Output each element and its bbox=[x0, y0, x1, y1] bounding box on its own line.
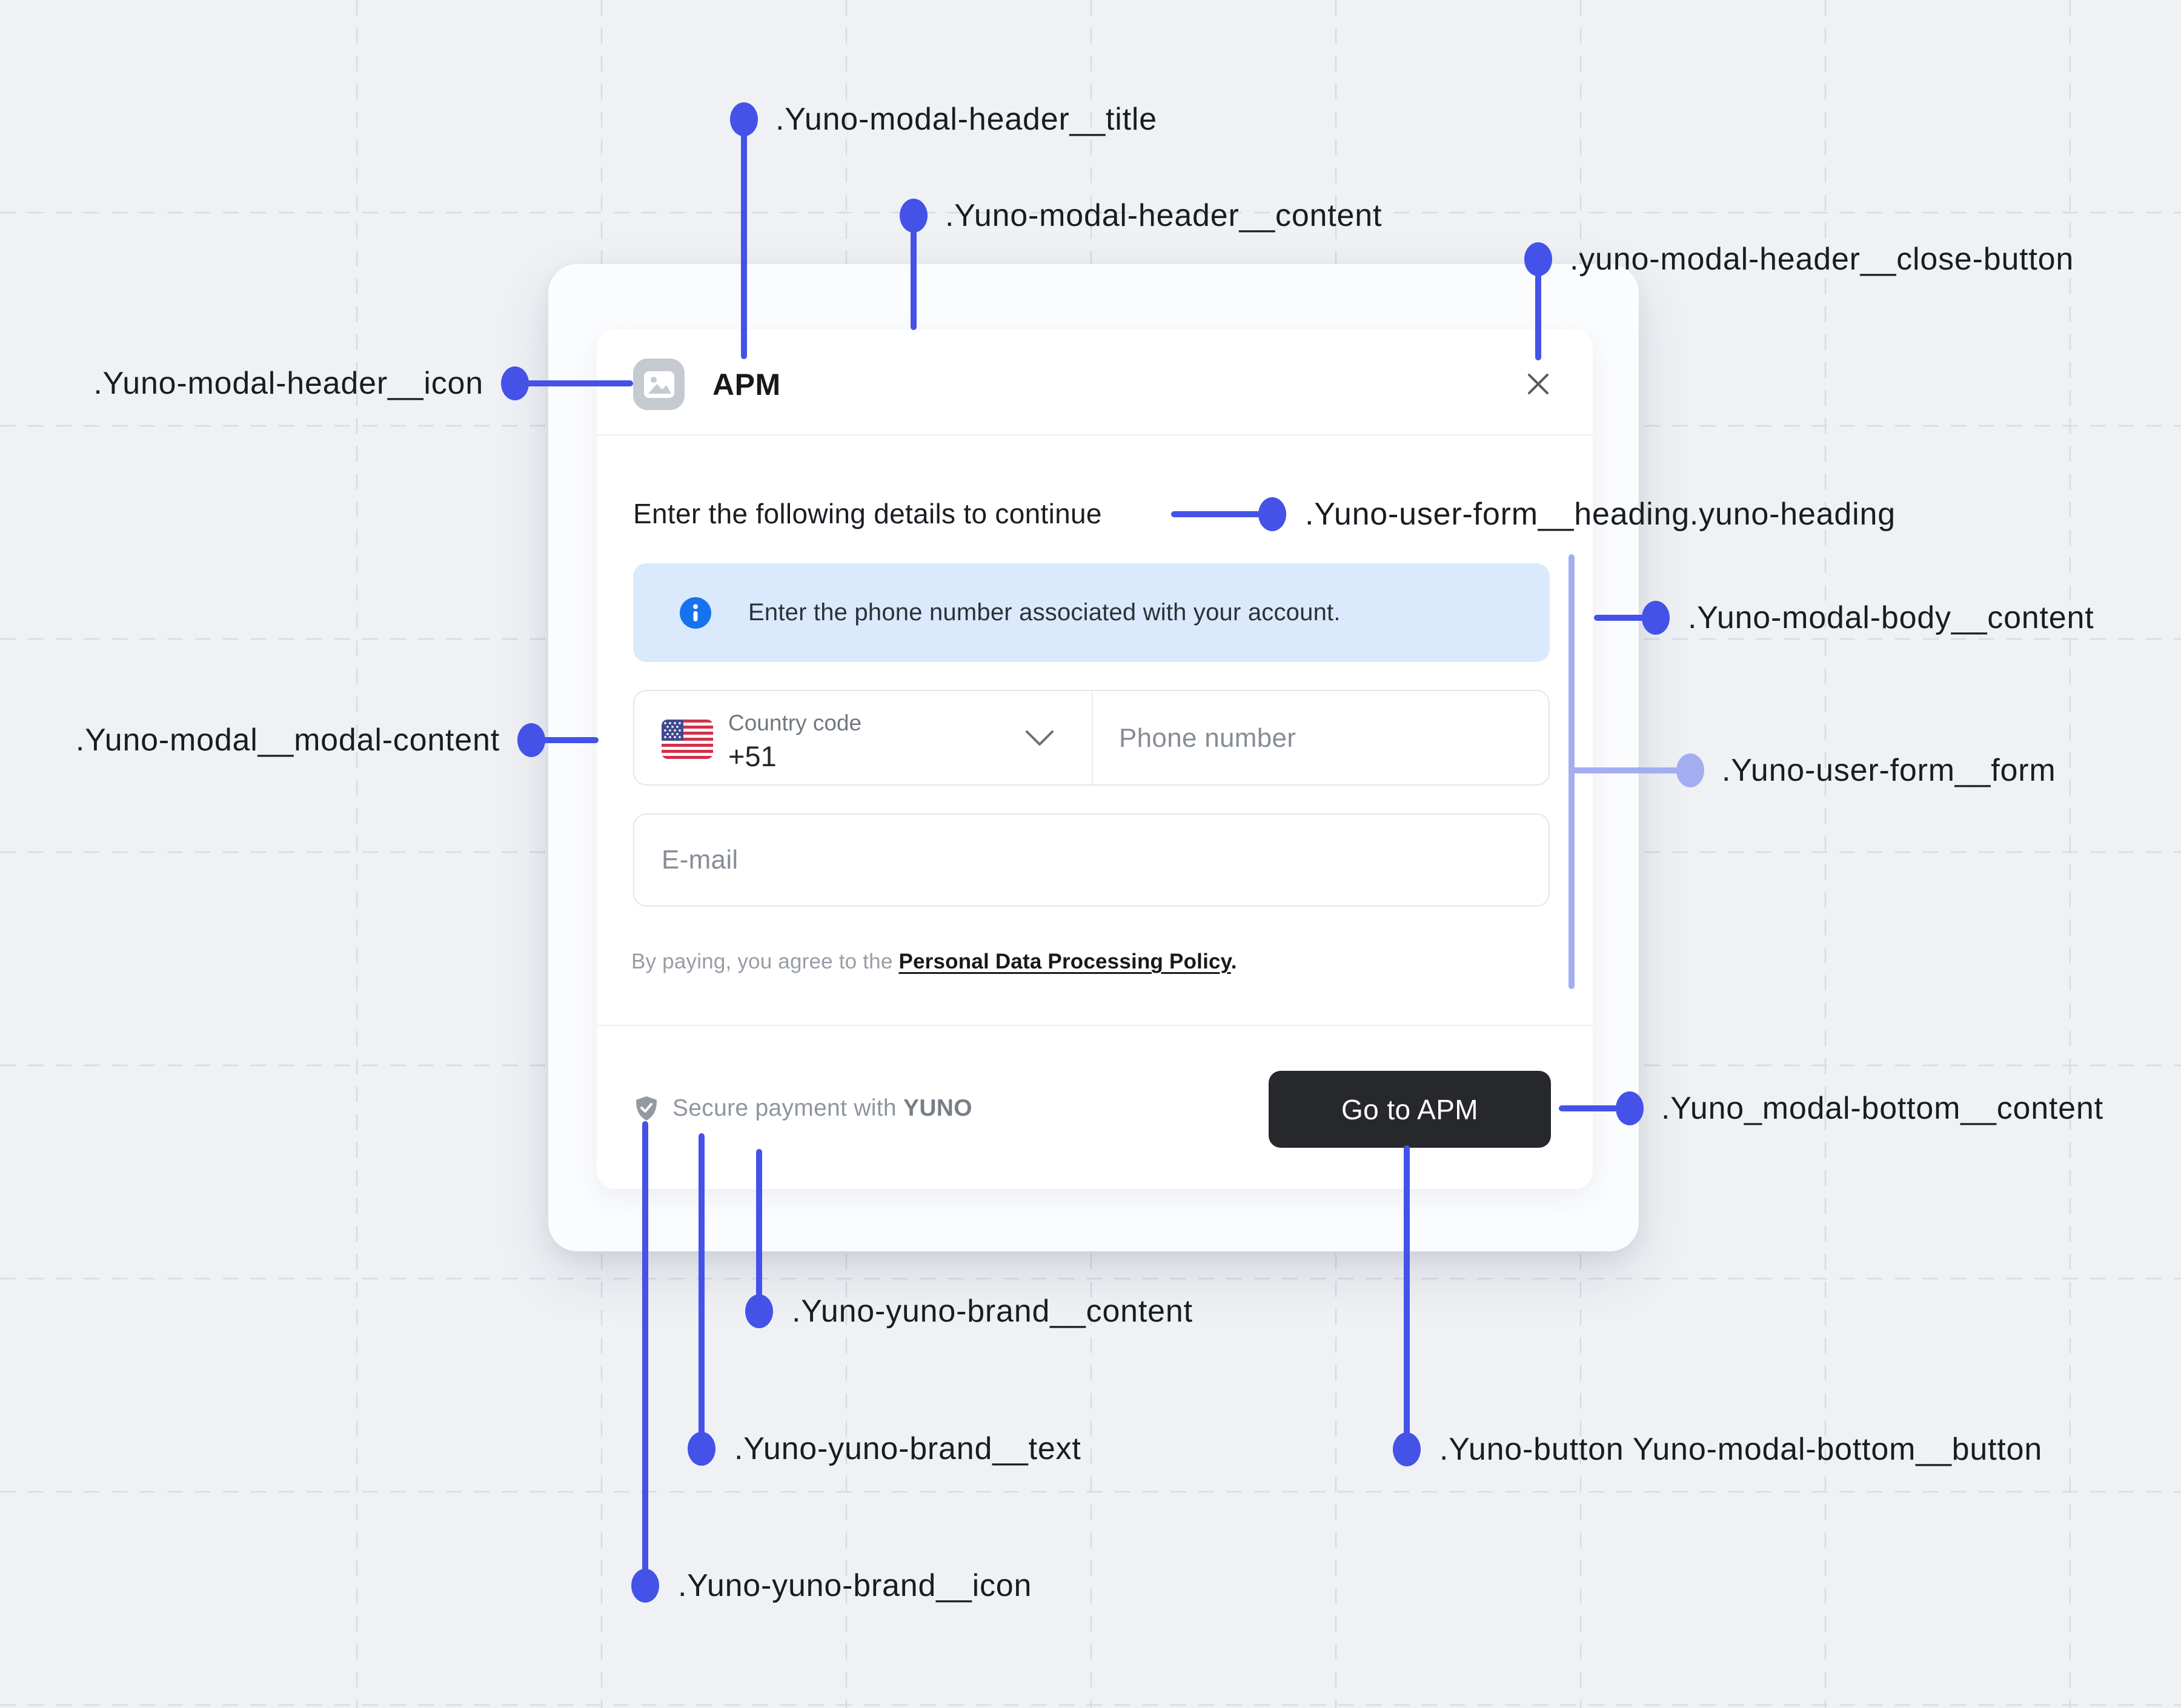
phone-field-group: Country code +51 Phone number bbox=[633, 690, 1550, 786]
policy-text: By paying, you agree to the Personal Dat… bbox=[631, 950, 1237, 974]
annotation-dot-modal-modal-content bbox=[517, 723, 545, 757]
annotation-dot-modal-header-content bbox=[900, 199, 928, 233]
annotation-dot-yuno-brand-icon bbox=[631, 1569, 659, 1603]
annotation-label-yuno-brand-content: .Yuno-yuno-brand__content bbox=[792, 1294, 1193, 1329]
annotation-label-user-form-form: .Yuno-user-form__form bbox=[1722, 753, 2056, 788]
modal-bottom: Secure payment with YUNO Go to APM bbox=[597, 1025, 1593, 1189]
chevron-down-icon[interactable] bbox=[1025, 730, 1054, 750]
annotation-label-modal-header-content: .Yuno-modal-header__content bbox=[945, 198, 1383, 233]
info-icon bbox=[680, 597, 711, 629]
country-code-value[interactable]: +51 bbox=[728, 740, 777, 772]
annotation-label-modal-modal-content: .Yuno-modal__modal-content bbox=[75, 723, 500, 758]
country-code-label: Country code bbox=[728, 710, 862, 735]
email-placeholder: E-mail bbox=[662, 845, 739, 875]
info-alert: Enter the phone number associated with y… bbox=[633, 563, 1550, 662]
modal-header: APM bbox=[597, 329, 1593, 435]
alert-text: Enter the phone number associated with y… bbox=[748, 599, 1341, 626]
annotation-dot-modal-body-content bbox=[1642, 601, 1670, 635]
go-to-apm-button[interactable]: Go to APM bbox=[1269, 1071, 1551, 1148]
annotation-label-modal-header-title: .Yuno-modal-header__title bbox=[775, 102, 1157, 137]
email-input[interactable]: E-mail bbox=[633, 813, 1550, 907]
annotation-label-user-form-heading: .Yuno-user-form__heading.yuno-heading bbox=[1305, 497, 1896, 532]
policy-suffix: . bbox=[1230, 950, 1237, 973]
annotation-label-modal-header-icon: .Yuno-modal-header__icon bbox=[93, 366, 483, 401]
image-icon bbox=[633, 359, 685, 410]
annotation-label-yuno-brand-text: .Yuno-yuno-brand__text bbox=[734, 1431, 1081, 1466]
annotation-dot-yuno-brand-content bbox=[745, 1294, 773, 1328]
modal-container: APM Enter the following details to conti… bbox=[548, 264, 1639, 1251]
field-divider bbox=[1092, 692, 1093, 784]
yuno-brand: Secure payment with YUNO bbox=[635, 1026, 972, 1190]
annotation-label-modal-bottom-content: .Yuno_modal-bottom__content bbox=[1661, 1091, 2103, 1126]
modal-title: APM bbox=[712, 367, 781, 402]
policy-link[interactable]: Personal Data Processing Policy bbox=[898, 950, 1231, 973]
annotation-label-yuno-brand-icon: .Yuno-yuno-brand__icon bbox=[678, 1568, 1032, 1603]
annotation-label-modal-bottom-button: .Yuno-button Yuno-modal-bottom__button bbox=[1439, 1432, 2043, 1467]
secure-payment-text: Secure payment with YUNO bbox=[672, 1094, 972, 1121]
phone-number-input[interactable]: Phone number bbox=[1119, 723, 1296, 753]
annotation-dot-modal-header-title bbox=[730, 102, 758, 136]
annotation-label-modal-body-content: .Yuno-modal-body__content bbox=[1688, 600, 2094, 635]
policy-prefix: By paying, you agree to the bbox=[631, 950, 899, 973]
annotation-label-modal-header-close-button: .yuno-modal-header__close-button bbox=[1570, 242, 2074, 277]
modal-content: APM Enter the following details to conti… bbox=[597, 329, 1593, 1189]
annotation-dot-user-form-form bbox=[1676, 753, 1704, 787]
close-icon[interactable] bbox=[1524, 369, 1553, 399]
yuno-brand-text: YUNO bbox=[903, 1094, 972, 1121]
annotation-dot-yuno-brand-text bbox=[688, 1432, 715, 1466]
annotation-dot-modal-header-icon bbox=[501, 366, 529, 400]
shield-check-icon bbox=[636, 1096, 657, 1120]
annotation-dot-modal-bottom-button bbox=[1393, 1432, 1421, 1466]
us-flag-icon bbox=[662, 720, 713, 759]
user-form-heading: Enter the following details to continue bbox=[633, 498, 1102, 529]
